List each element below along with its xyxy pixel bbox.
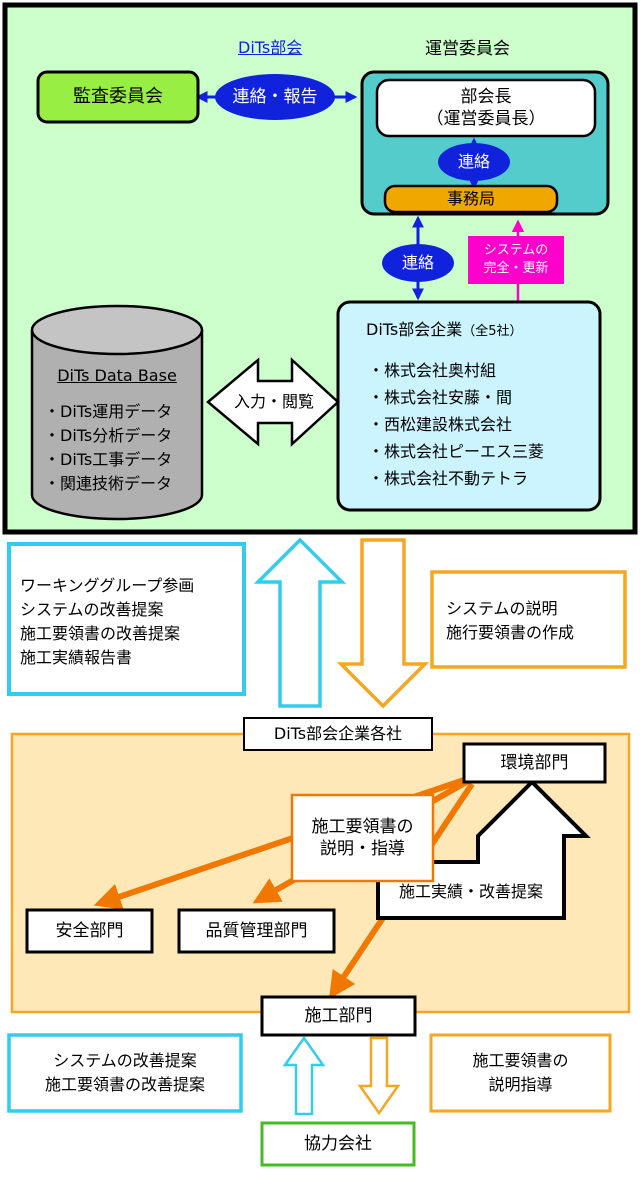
kigyo-item: ・株式会社不動テトラ — [368, 469, 529, 488]
kakusha-label: DiTs部会企業各社 — [273, 723, 403, 743]
middle-left-box — [7, 542, 246, 696]
bottom-up-arrow — [282, 1035, 326, 1116]
kansa-box — [36, 70, 200, 124]
setsumei-box — [290, 793, 435, 883]
anzen-label: 安全部門 — [55, 920, 124, 941]
bottom-right-text: 施工要領書の 説明指導 — [431, 1035, 610, 1111]
system-line2: 完全・更新 — [483, 261, 549, 276]
renraku-mid-label: 連絡 — [401, 252, 434, 272]
nyuryoku-label: 入力・閲覧 — [233, 391, 314, 411]
middle-left-line: システムの改善提案 — [20, 600, 164, 619]
renraku-inner-label: 連絡 — [457, 151, 490, 171]
system-update-box — [468, 236, 564, 284]
db-item: ・DiTs工事データ — [44, 450, 173, 469]
setsumei-line2: 説明・指導 — [320, 839, 405, 859]
bottom-right-box — [429, 1033, 612, 1113]
renraku-mid-ellipse — [382, 244, 454, 282]
kigyo-item: ・西松建設株式会社 — [368, 415, 513, 434]
middle-up-arrow — [253, 537, 347, 708]
middle-left-line: ワーキンググループ参画 — [20, 576, 195, 595]
db-item: ・関連技術データ — [44, 474, 173, 493]
middle-down-arrow — [336, 538, 430, 709]
db-title: DiTs Data Base — [57, 366, 177, 385]
middle-right-box — [430, 570, 627, 669]
hinshitsu-label: 品質管理部門 — [205, 920, 308, 941]
kigyo-items: ・株式会社奥村組 ・株式会社安藤・間 ・西松建設株式会社 ・株式会社ピーエス三菱… — [368, 357, 594, 492]
db-items: ・DiTs運用データ ・DiTs分析データ ・DiTs工事データ ・関連技術デー… — [44, 400, 204, 496]
renraku-houkoku-ellipse — [215, 74, 335, 120]
middle-right-line: システムの説明 — [446, 599, 558, 618]
kigyo-item: ・株式会社ピーエス三菱 — [368, 442, 545, 461]
jisseki-label: 施工実績・改善提案 — [398, 881, 543, 901]
bukaicho-box — [375, 78, 597, 138]
system-update-label: システムの 完全・更新 — [468, 236, 564, 284]
renraku-houkoku-label: 連絡・報告 — [232, 86, 318, 107]
anzen-box — [25, 908, 154, 954]
middle-left-text: ワーキンググループ参画 システムの改善提案 施工要領書の改善提案 施工実績報告書 — [20, 574, 240, 670]
seko-box — [260, 995, 417, 1037]
kakusha-box — [243, 717, 433, 751]
bottom-right-line2: 説明指導 — [488, 1075, 553, 1094]
database-cylinder — [30, 304, 204, 521]
system-line1: システムの — [483, 243, 549, 259]
bottom-left-box — [7, 1033, 243, 1113]
middle-right-text: システムの説明 施行要領書の作成 — [446, 597, 621, 645]
setsumei-label: 施工要領書の 説明・指導 — [292, 795, 433, 881]
kyoryoku-box — [260, 1121, 416, 1167]
nyuryoku-arrow — [206, 357, 340, 447]
kankyo-label: 環境部門 — [500, 752, 569, 773]
kyoryoku-label: 協力会社 — [304, 1133, 372, 1154]
kansa-label: 監査委員会 — [73, 86, 163, 108]
bukaicho-line1: 部会長 — [460, 86, 512, 107]
middle-left-line: 施工実績報告書 — [20, 648, 133, 667]
bottom-right-line1: 施工要領書の — [472, 1051, 569, 1070]
db-item: ・DiTs運用データ — [44, 402, 173, 421]
kankyo-box — [462, 742, 607, 784]
bukaicho-line2: （運営委員長） — [426, 109, 546, 129]
jimukyoku-box — [383, 184, 559, 214]
hinshitsu-box — [177, 908, 336, 954]
middle-right-line: 施行要領書の作成 — [446, 623, 575, 642]
jimukyoku-label: 事務局 — [446, 188, 495, 208]
setsumei-line1: 施工要領書の — [311, 816, 414, 837]
bottom-left-line: システムの改善提案 — [53, 1051, 197, 1070]
dits-bukai-label: DiTs部会 — [238, 38, 303, 57]
kigyo-box — [336, 300, 602, 512]
kigyo-title: DiTs部会企業（全5社） — [366, 320, 523, 341]
kigyo-item: ・株式会社奥村組 — [368, 361, 497, 380]
bottom-left-text: システムの改善提案 施工要領書の改善提案 — [9, 1035, 241, 1111]
bottom-down-arrow — [357, 1036, 401, 1116]
unei-label: 運営委員会 — [425, 39, 510, 59]
seko-label: 施工部門 — [304, 1005, 373, 1026]
kigyo-item: ・株式会社安藤・間 — [368, 388, 513, 407]
kigyo-count: （全5社） — [462, 324, 523, 339]
bukaicho-label: 部会長 （運営委員長） — [377, 80, 595, 136]
middle-left-line: 施工要領書の改善提案 — [20, 624, 181, 643]
renraku-inner-ellipse — [438, 143, 510, 181]
bottom-left-line: 施工要領書の改善提案 — [44, 1075, 205, 1094]
db-item: ・DiTs分析データ — [44, 426, 173, 445]
kigyo-title-main: DiTs部会企業 — [366, 320, 463, 339]
